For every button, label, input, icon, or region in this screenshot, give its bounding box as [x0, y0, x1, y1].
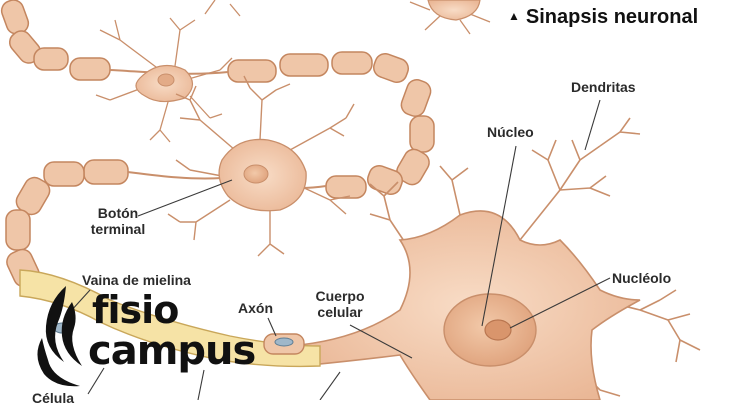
label-vaina-mielina: Vaina de mielina [82, 272, 191, 288]
label-dendritas: Dendritas [571, 79, 636, 95]
myelin-sheath-segments [0, 0, 435, 288]
label-boton-line2: terminal [90, 221, 146, 237]
flame-icon [37, 286, 82, 387]
label-boton-terminal: Botón terminal [78, 205, 158, 237]
label-cuerpo-celular: Cuerpo celular [304, 288, 376, 320]
label-celula-partial: Célula [32, 390, 75, 406]
label-cuerpo-line1: Cuerpo [315, 288, 365, 304]
small-neuron-top [95, 17, 233, 143]
label-boton-line1: Botón [97, 205, 139, 221]
label-cuerpo-line2: celular [317, 304, 363, 320]
triangle-icon: ▲ [508, 9, 520, 23]
caption-text: Sinapsis neuronal [525, 6, 699, 28]
logo-word-campus: campus [88, 328, 256, 374]
small-neuron-corner [204, 0, 491, 35]
figure-caption: ▲ Sinapsis neuronal [508, 4, 698, 29]
label-nucleolo: Nucléolo [612, 270, 672, 286]
logo-word-fisio: fisio [92, 288, 179, 332]
fisiocampus-logo: fisio campus [30, 282, 280, 392]
label-nucleo: Núcleo [487, 124, 534, 140]
nucleolus [484, 319, 512, 341]
middle-neuron [167, 75, 355, 257]
label-axon: Axón [238, 300, 273, 316]
